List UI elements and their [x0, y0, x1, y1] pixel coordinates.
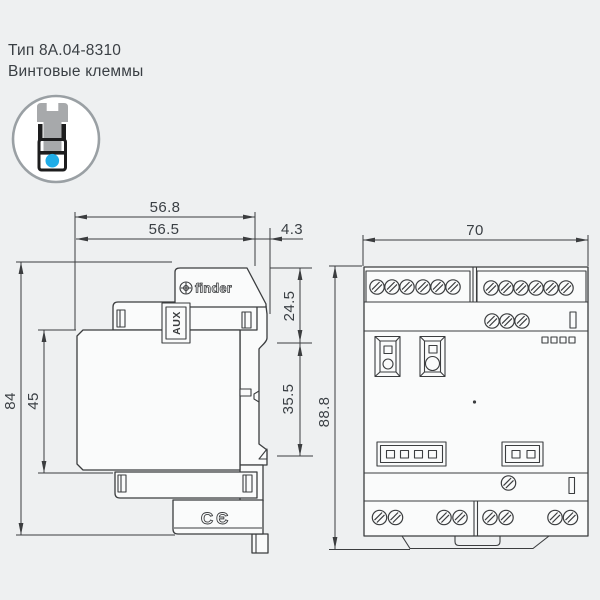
side-view-device: AUX finder CЄ — [76, 267, 269, 554]
wire-dot — [45, 153, 60, 168]
rail-guide — [253, 390, 260, 403]
screw-icon — [37, 103, 68, 153]
connector-window-right — [501, 441, 544, 467]
clip-lower-left — [117, 474, 127, 493]
side-view: AUX finder CЄ 56.8 56.5 4.3 84 45 — [2, 199, 313, 554]
selector-switch-2 — [419, 335, 446, 378]
front-view-dimension-lines — [329, 235, 589, 550]
dim-rail-depth: 35.5 — [280, 384, 297, 415]
brand-label: finder — [195, 282, 232, 296]
rail-claw — [258, 448, 268, 460]
dim-front-height: 88.8 — [316, 397, 333, 428]
brand-logo: finder — [179, 281, 232, 296]
title-block: Тип 8A.04-8310 Винтовые клеммы — [8, 40, 143, 82]
slot-middle-right — [569, 311, 577, 329]
front-view-dimension-arrows — [332, 237, 588, 549]
aux-label: AUX — [171, 311, 183, 335]
front-din-foot — [401, 535, 550, 550]
din-release-tab — [454, 536, 501, 547]
terminal-screws-middle — [484, 313, 530, 329]
ce-mark: CЄ — [201, 509, 231, 528]
type-label: Тип 8A.04-8310 — [8, 42, 122, 59]
front-view: 70 88.8 — [316, 222, 589, 550]
side-view-dimension-labels: 56.8 56.5 4.3 84 45 24.5 35.5 — [2, 199, 303, 414]
selector-switch-1 — [374, 335, 401, 378]
main-body — [76, 329, 241, 471]
lower-shoulder — [114, 471, 258, 499]
dim-front-width: 70 — [466, 222, 484, 239]
dim-body-width: 56.5 — [149, 221, 180, 238]
led-indicator-windows — [541, 336, 576, 344]
dim-rail-offset: 4.3 — [281, 221, 303, 238]
screw-terminal-icon — [11, 94, 101, 184]
clip-upper-right — [241, 311, 252, 329]
dim-body-height: 45 — [25, 392, 42, 410]
terminal-type-label: Винтовые клеммы — [8, 63, 144, 80]
front-view-dimension-labels: 70 88.8 — [316, 222, 484, 428]
clip-lower-right — [242, 474, 253, 493]
screw-lower-single — [500, 475, 517, 491]
terminal-block-top-left — [365, 270, 471, 303]
front-view-device — [363, 266, 589, 550]
side-view-dimension-arrows — [18, 214, 303, 535]
connector-window-left — [376, 441, 447, 467]
clamp-icon — [37, 124, 67, 172]
clip-upper-left — [116, 309, 126, 328]
ce-block — [172, 499, 264, 535]
slot-lower-right — [568, 476, 576, 495]
rail-slot — [239, 388, 252, 397]
dim-top-depth: 24.5 — [281, 291, 298, 322]
panel-dot — [472, 400, 477, 404]
side-view-dimension-lines — [16, 212, 313, 536]
aux-tag: AUX — [161, 302, 191, 344]
dim-overall-height: 84 — [2, 392, 19, 410]
dim-overall-width: 56.8 — [150, 199, 181, 216]
din-foot — [251, 533, 269, 554]
brand-block — [174, 267, 267, 308]
